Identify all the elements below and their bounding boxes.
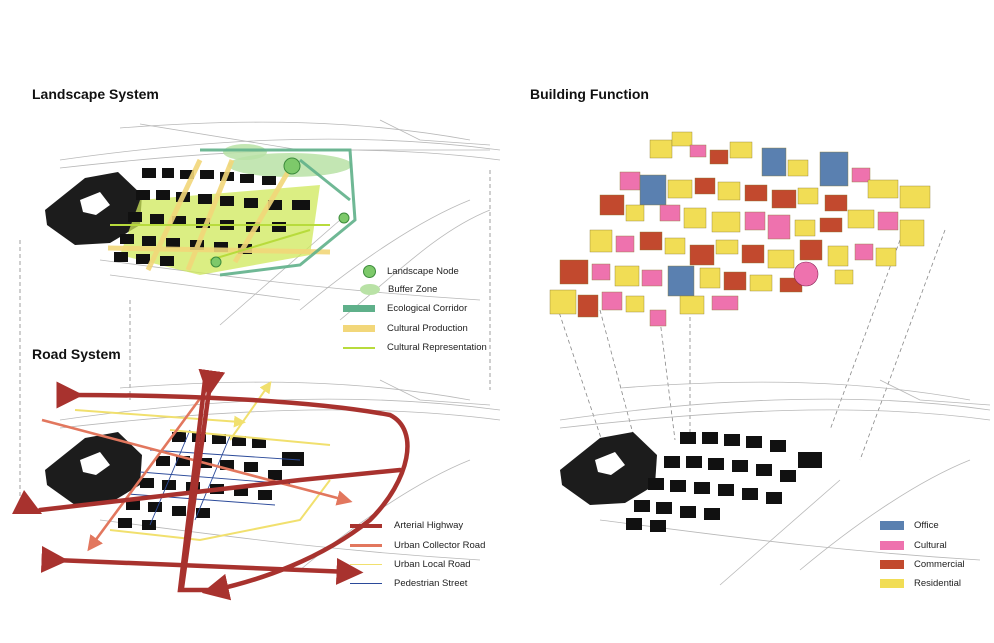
legend-label: Residential (914, 578, 961, 589)
urban-collector-road-swatch (350, 544, 382, 547)
function-buildings (549, 131, 931, 327)
cultural-representation-swatch (343, 346, 375, 349)
cultural-production-swatch (343, 325, 375, 332)
office-swatch (880, 521, 904, 530)
landscape-node-swatch (363, 265, 376, 278)
landscape-map (45, 119, 501, 326)
legend-commercial: Commercial (880, 559, 965, 570)
buffer-zone-swatch (360, 284, 380, 295)
legend-label: Urban Local Road (394, 559, 471, 570)
urban-local-road-swatch (350, 563, 382, 566)
legend-label: Buffer Zone (388, 284, 438, 295)
pedestrian-street-swatch (350, 582, 382, 585)
road-system-title: Road System (32, 346, 121, 362)
landscape-system-title: Landscape System (32, 86, 159, 102)
cultural-production-paths (107, 158, 331, 272)
commercial-swatch (880, 560, 904, 569)
building-function-title: Building Function (530, 86, 649, 102)
legend-cultural-production: Cultural Production (343, 323, 468, 334)
legend-office: Office (880, 520, 939, 531)
legend-landscape-node: Landscape Node (360, 265, 459, 278)
legend-pedestrian-street: Pedestrian Street (350, 578, 467, 589)
legend-urban-local-road: Urban Local Road (350, 559, 471, 570)
building-context-roads (559, 379, 991, 586)
ecological-corridor-path (200, 148, 357, 277)
cultural-representation-paths (110, 224, 330, 261)
legend-label: Urban Collector Road (394, 540, 486, 551)
landscape-context-roads (59, 119, 501, 326)
cultural-dome (793, 261, 819, 287)
legend-label: Office (914, 520, 939, 531)
arterial-highway-swatch (350, 523, 382, 528)
residential-swatch (880, 579, 904, 588)
legend-label: Arterial Highway (394, 520, 464, 531)
road-map (11, 368, 501, 601)
landscape-large-building-courtyard (80, 192, 110, 215)
legend-arterial-highway: Arterial Highway (350, 520, 463, 531)
legend-label: Cultural Representation (387, 342, 487, 353)
legend-residential: Residential (880, 578, 961, 589)
building-large-building-courtyard (595, 452, 625, 475)
projection-guides (19, 170, 946, 500)
landscape-node-marker (338, 212, 350, 224)
buffer-zone (223, 144, 267, 160)
ecological-corridor-swatch (343, 305, 375, 312)
legend-label: Commercial (914, 559, 965, 570)
legend-cultural-representation: Cultural Representation (343, 342, 487, 353)
building-function-map (549, 131, 991, 586)
legend-label: Pedestrian Street (394, 578, 468, 589)
cultural-swatch (880, 541, 904, 550)
building-base-blocks (626, 432, 822, 532)
legend-urban-collector-road: Urban Collector Road (350, 540, 485, 551)
legend-label: Landscape Node (387, 266, 459, 277)
legend-buffer-zone: Buffer Zone (360, 284, 437, 295)
legend-cultural: Cultural (880, 540, 947, 551)
legend-ecological-corridor: Ecological Corridor (343, 303, 467, 314)
legend-label: Ecological Corridor (387, 303, 468, 314)
arterial-highways (11, 368, 410, 601)
landscape-node-marker (210, 256, 222, 268)
landscape-node-marker (283, 157, 301, 175)
legend-label: Cultural (914, 540, 947, 551)
legend-label: Cultural Production (387, 323, 468, 334)
